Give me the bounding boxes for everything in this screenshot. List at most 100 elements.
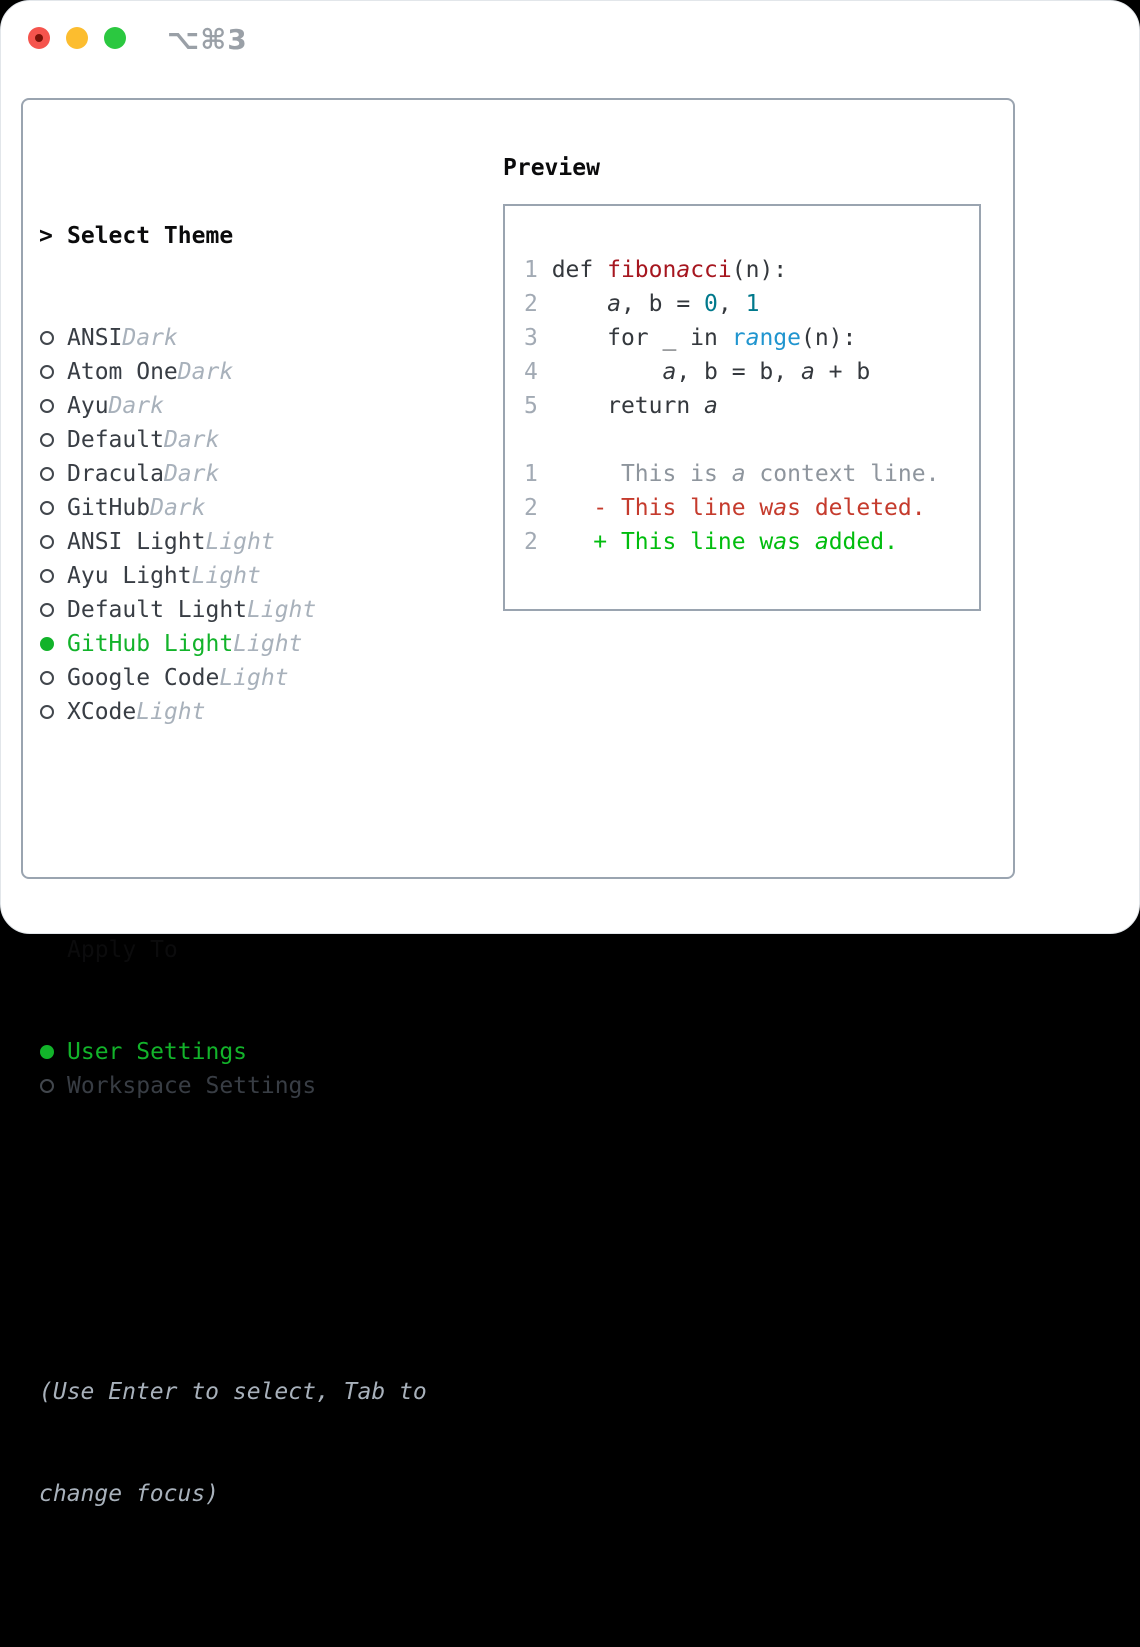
- code-segment-num: 1: [745, 291, 760, 317]
- theme-variant-label: Light: [233, 631, 303, 657]
- theme-name: Ayu Light: [67, 563, 192, 589]
- line-number: 1: [524, 257, 552, 283]
- line-number: 1: [524, 461, 552, 487]
- preview-line: 1 This is a context line.: [524, 457, 979, 491]
- radio-icon[interactable]: [39, 1069, 67, 1103]
- code-segment-p: ,: [717, 291, 746, 317]
- code-segment-p: a, b = b, a + b: [662, 359, 871, 385]
- code-segment-add: + This line was added.: [551, 529, 898, 555]
- theme-variant-label: Light: [219, 665, 289, 691]
- preview-title: Preview: [503, 155, 600, 181]
- traffic-lights: [28, 27, 126, 49]
- theme-variant-label: Dark: [150, 495, 206, 521]
- theme-variant-label: Dark: [108, 393, 164, 419]
- preview-line: 5 return a: [524, 389, 979, 423]
- radio-icon[interactable]: [39, 559, 67, 593]
- preview-line: 2 - This line was deleted.: [524, 491, 979, 525]
- code-segment-kw: def: [551, 257, 608, 283]
- keyboard-hint: (Use Enter to select, Tab to change focu…: [39, 1307, 489, 1579]
- code-segment-p: (n):: [731, 257, 788, 283]
- window-shortcut-label: ⌥⌘3: [167, 23, 248, 56]
- theme-variant-label: Light: [247, 597, 317, 623]
- minimize-button[interactable]: [66, 27, 88, 49]
- preview-line: [524, 423, 979, 457]
- radio-selected-icon[interactable]: [39, 1035, 67, 1069]
- theme-option-ayu-light[interactable]: Ayu Light Light: [39, 559, 489, 593]
- radio-icon[interactable]: [39, 423, 67, 457]
- radio-icon[interactable]: [39, 457, 67, 491]
- radio-icon[interactable]: [39, 695, 67, 729]
- theme-option-default-light[interactable]: Default Light Light: [39, 593, 489, 627]
- theme-name: Dracula: [67, 461, 164, 487]
- theme-option-ansi-light[interactable]: ANSI Light Light: [39, 525, 489, 559]
- preview-line: 2 a, b = 0, 1: [524, 287, 979, 321]
- theme-name: ANSI: [67, 325, 123, 351]
- theme-list-title-row: > Select Theme: [39, 219, 489, 253]
- theme-name: Default: [67, 427, 164, 453]
- theme-option-ansi[interactable]: ANSI Dark: [39, 321, 489, 355]
- theme-option-xcode[interactable]: XCode Light: [39, 695, 489, 729]
- radio-icon[interactable]: [39, 355, 67, 389]
- code-segment-bi: range: [731, 325, 801, 351]
- radio-icon[interactable]: [39, 491, 67, 525]
- radio-icon[interactable]: [39, 661, 67, 695]
- apply-option-workspace-settings[interactable]: Workspace Settings: [39, 1069, 489, 1103]
- apply-to-title-row: Apply To: [39, 933, 489, 967]
- apply-option-user-settings[interactable]: User Settings: [39, 1035, 489, 1069]
- code-segment-fn: fibonacci: [607, 257, 732, 283]
- line-number: 2: [524, 529, 552, 555]
- apply-to-title: Apply To: [67, 937, 178, 963]
- theme-variant-label: Dark: [163, 461, 220, 487]
- code-segment-num: 0: [704, 291, 718, 317]
- theme-name: Default Light: [67, 597, 248, 623]
- apply-to-option-label: User Settings: [67, 1039, 248, 1065]
- preview-line: 4 a, b = b, a + b: [524, 355, 979, 389]
- theme-name: Ayu: [67, 393, 109, 419]
- theme-variant-label: Light: [191, 563, 261, 589]
- theme-list-title: Select Theme: [67, 223, 234, 249]
- theme-option-default[interactable]: Default Dark: [39, 423, 489, 457]
- code-segment-ctx: This is a context line.: [551, 461, 940, 487]
- theme-name: Google Code: [67, 665, 220, 691]
- apply-to-option-label: Workspace Settings: [67, 1073, 317, 1099]
- line-number: [524, 427, 552, 453]
- close-button[interactable]: [28, 27, 50, 49]
- theme-option-github-light[interactable]: GitHub Light Light: [39, 627, 489, 661]
- theme-variant-label: Dark: [122, 325, 178, 351]
- preview-line: 1 def fibonacci(n):: [524, 253, 979, 287]
- line-number: 5: [524, 393, 552, 419]
- theme-variant-label: Dark: [163, 427, 220, 453]
- theme-variant-label: Light: [136, 699, 206, 725]
- radio-icon[interactable]: [39, 525, 67, 559]
- radio-icon[interactable]: [39, 389, 67, 423]
- hint-line-2: change focus): [39, 1481, 220, 1507]
- theme-name: XCode: [67, 699, 137, 725]
- theme-name: GitHub Light: [67, 631, 234, 657]
- line-number: 3: [524, 325, 552, 351]
- code-segment-del: - This line was deleted.: [551, 495, 926, 521]
- theme-option-dracula[interactable]: Dracula Dark: [39, 457, 489, 491]
- radio-selected-icon[interactable]: [39, 627, 67, 661]
- hint-line-1: (Use Enter to select, Tab to: [39, 1379, 427, 1405]
- code-segment-p: a, b =: [607, 291, 705, 317]
- cursor-arrow-icon: >: [39, 223, 53, 249]
- preview-line: 3 for _ in range(n):: [524, 321, 979, 355]
- radio-icon[interactable]: [39, 593, 67, 627]
- preview-line: 2 + This line was added.: [524, 525, 979, 559]
- theme-option-atom-one[interactable]: Atom One Dark: [39, 355, 489, 389]
- theme-option-github[interactable]: GitHub Dark: [39, 491, 489, 525]
- theme-option-google-code[interactable]: Google Code Light: [39, 661, 489, 695]
- preview-column: Preview 1 def fibonacci(n):2 a, b = 0, 1…: [503, 151, 981, 611]
- theme-option-ayu[interactable]: Ayu Dark: [39, 389, 489, 423]
- theme-name: GitHub: [67, 495, 151, 521]
- zoom-button[interactable]: [104, 27, 126, 49]
- code-segment-p: return a: [551, 393, 718, 419]
- radio-icon[interactable]: [39, 321, 67, 355]
- code-segment-p: (n):: [800, 325, 857, 351]
